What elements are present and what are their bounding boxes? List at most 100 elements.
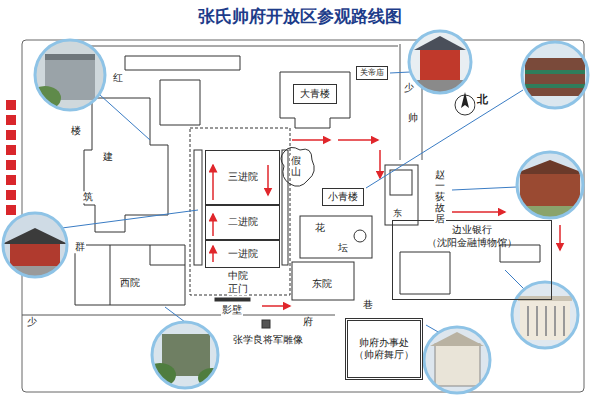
courtyard-box: 三进院 bbox=[205, 150, 280, 205]
node-text: 关帝庙 bbox=[360, 68, 384, 78]
map-frame bbox=[22, 40, 584, 392]
node-text: 大青楼 bbox=[300, 88, 330, 101]
temple-box: 关帝庙 bbox=[356, 66, 388, 80]
streets bbox=[22, 44, 422, 315]
leader-line bbox=[62, 210, 198, 228]
buildings bbox=[75, 56, 540, 328]
facility-icon bbox=[6, 100, 16, 110]
legend-icons bbox=[6, 100, 16, 215]
photo-ring bbox=[512, 282, 578, 348]
photo bbox=[510, 280, 580, 350]
photo-ring bbox=[3, 213, 67, 277]
facility-icon bbox=[6, 205, 16, 215]
courtyard-box: 二进院 bbox=[205, 205, 280, 240]
map-label: 少 bbox=[403, 82, 415, 94]
facility-icon bbox=[6, 145, 16, 155]
street-line bbox=[22, 315, 335, 316]
compass bbox=[455, 92, 475, 115]
courtyard-box: 一进院 bbox=[205, 240, 280, 268]
outer-wall bbox=[58, 46, 398, 47]
photo bbox=[405, 28, 475, 98]
facility-icon bbox=[6, 115, 16, 125]
flower-circle bbox=[354, 230, 366, 242]
residence-room bbox=[390, 170, 412, 195]
photo-ring bbox=[35, 40, 105, 110]
map-label: 府 bbox=[302, 316, 314, 328]
map-label: 帅 bbox=[407, 112, 419, 124]
map-label: 西院 bbox=[119, 277, 141, 289]
leader-line bbox=[390, 72, 410, 73]
node-text: （沈阳金融博物馆） bbox=[427, 237, 517, 250]
side-room bbox=[194, 150, 202, 265]
photo bbox=[520, 40, 590, 110]
map-label: 建 bbox=[102, 151, 114, 163]
node-text: 三进院 bbox=[228, 171, 258, 184]
red-building bbox=[125, 56, 240, 70]
route-arrow bbox=[212, 246, 214, 262]
photo bbox=[514, 150, 586, 220]
facility-icon bbox=[6, 130, 16, 140]
map-label: 影壁 bbox=[221, 304, 243, 316]
facility-icon bbox=[6, 175, 16, 185]
leader-lines bbox=[62, 72, 525, 333]
facility-icon bbox=[6, 160, 16, 170]
map-label: 中院 bbox=[227, 270, 249, 282]
red-building bbox=[160, 80, 200, 125]
map-label: 群 bbox=[74, 241, 86, 253]
leader-line bbox=[165, 307, 185, 322]
node-text: （帅府舞厅） bbox=[354, 349, 414, 362]
photo-ring bbox=[152, 322, 218, 388]
map-label: 花 bbox=[314, 222, 326, 234]
bank-building bbox=[400, 245, 540, 294]
route-arrow bbox=[267, 165, 269, 195]
photos bbox=[0, 28, 590, 395]
leader-line bbox=[100, 95, 150, 140]
west-courtyard bbox=[75, 245, 185, 305]
route-arrow bbox=[559, 225, 561, 250]
bank-compound: 边业银行（沈阳金融博物馆） bbox=[392, 220, 552, 300]
map-label: 东院 bbox=[311, 278, 333, 290]
route-arrow bbox=[379, 150, 381, 178]
node-text: 边业银行 bbox=[452, 224, 492, 237]
node-text: 一进院 bbox=[228, 248, 258, 261]
map-label: 东 bbox=[392, 208, 403, 218]
photo-ring bbox=[517, 152, 583, 218]
photo bbox=[144, 320, 226, 390]
map-label: 坛 bbox=[337, 242, 349, 254]
route-arrow bbox=[212, 214, 214, 236]
photo bbox=[0, 210, 70, 280]
east-courtyard bbox=[292, 262, 354, 300]
facility-icon bbox=[6, 190, 16, 200]
big-green-building bbox=[280, 72, 350, 128]
photo-ring bbox=[522, 42, 588, 108]
statue bbox=[262, 320, 270, 328]
photo-ring bbox=[409, 31, 471, 93]
office-compound: 帅府办事处（帅府舞厅） bbox=[345, 318, 423, 380]
leader-line bbox=[452, 187, 517, 190]
route-arrow bbox=[292, 139, 330, 141]
screen-wall bbox=[215, 298, 250, 301]
photo bbox=[29, 35, 110, 115]
route-arrow bbox=[262, 305, 290, 307]
compass-needle bbox=[461, 92, 469, 108]
map-title: 张氏帅府开放区参观路线图 bbox=[0, 5, 600, 28]
route-arrows bbox=[213, 140, 560, 306]
map-label: 红 bbox=[112, 72, 124, 84]
side-room bbox=[282, 150, 288, 265]
node-text: 帅府办事处 bbox=[359, 337, 409, 350]
map-label: 正门 bbox=[227, 283, 249, 295]
vertical-label: 赵一荻故居 bbox=[434, 169, 446, 224]
node-text: 二进院 bbox=[228, 216, 258, 229]
building-box: 小青楼 bbox=[322, 188, 364, 206]
route-arrow bbox=[212, 165, 214, 200]
residence bbox=[385, 165, 418, 225]
photo-ring bbox=[424, 327, 490, 393]
map-label: 少 bbox=[26, 316, 38, 328]
flower-bed bbox=[300, 216, 372, 258]
courtyard-wall bbox=[190, 128, 290, 295]
map-label: 北 bbox=[476, 94, 489, 107]
map-label: 筑 bbox=[82, 191, 94, 203]
leader-line bbox=[505, 270, 525, 290]
node-text: 小青楼 bbox=[328, 191, 358, 204]
vertical-label: 假山 bbox=[290, 155, 302, 177]
